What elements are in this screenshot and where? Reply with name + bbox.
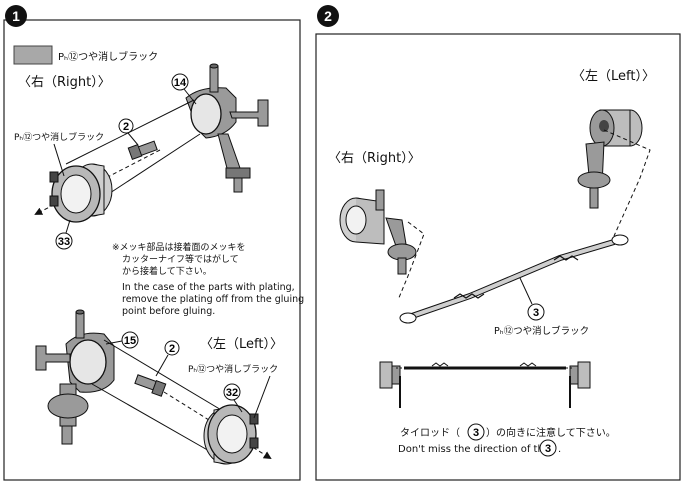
callout-15: 15 — [105, 331, 139, 349]
callout-3: 3 — [519, 277, 545, 321]
step-2-badge: 2 — [317, 5, 339, 27]
step1-right-label: 〈右（Right）〉 — [18, 75, 111, 90]
step-1-panel: 1 Pₕ⑫つや消しブラック 〈右（Right）〉 14 — [3, 5, 304, 481]
paint-swatch — [13, 45, 53, 65]
plating-note: ※メッキ部品は接着面のメッキを カッターナイフ等ではがして から接着して下さい。… — [112, 241, 304, 317]
svg-text:2: 2 — [123, 121, 129, 133]
svg-text:33: 33 — [58, 236, 70, 248]
step-1-number: 1 — [12, 8, 20, 24]
svg-text:2: 2 — [169, 343, 175, 355]
step-1-badge: 1 — [5, 5, 27, 27]
paint-note-left: Pₕ⑫つや消しブラック — [188, 363, 278, 375]
svg-text:から接着して下さい。: から接着して下さい。 — [122, 265, 212, 277]
knuckle-arm-left — [35, 309, 115, 445]
upright-right-step2 — [339, 189, 417, 275]
knuckle-arm-right — [185, 63, 269, 193]
step-2-panel: 2 〈左（Left）〉 〈右（Right）〉 — [315, 5, 681, 481]
paint-note-right: Pₕ⑫つや消しブラック — [14, 131, 104, 143]
callout-2-right: 2 — [118, 118, 139, 146]
svg-text:14: 14 — [174, 77, 187, 89]
paint-legend: Pₕ⑫つや消しブラック — [58, 50, 158, 63]
svg-text:カッターナイフ等ではがして: カッターナイフ等ではがして — [122, 253, 239, 265]
svg-text:3: 3 — [533, 307, 539, 319]
callout-33: 33 — [55, 219, 73, 250]
callout-2-left: 2 — [155, 340, 180, 377]
step2-left-label: 〈左（Left）〉 — [572, 69, 655, 84]
svg-text:.: . — [558, 444, 561, 455]
paint-note-tierod: Pₕ⑫つや消しブラック — [494, 325, 589, 337]
svg-text:3: 3 — [545, 443, 551, 455]
step1-left-label: 〈左（Left）〉 — [200, 337, 283, 352]
bolt-right — [127, 140, 158, 160]
upright-left-step2 — [577, 109, 643, 209]
front-view-diagram — [379, 361, 591, 408]
svg-text:Don't miss the direction of th: Don't miss the direction of the — [398, 444, 550, 455]
wheel-right — [49, 163, 113, 223]
direction-caution: タイロッド（ 3 ）の向きに注意して下さい。 Don't miss the di… — [398, 423, 616, 457]
callout-32: 32 — [223, 383, 243, 413]
svg-text:タイロッド（: タイロッド（ — [400, 427, 460, 439]
callout-14: 14 — [171, 73, 197, 105]
wheel-left — [203, 404, 259, 465]
step-2-number: 2 — [324, 8, 332, 24]
svg-text:32: 32 — [226, 387, 238, 399]
svg-text:※メッキ部品は接着面のメッキを: ※メッキ部品は接着面のメッキを — [112, 241, 246, 253]
svg-text:point before gluing.: point before gluing. — [122, 306, 215, 317]
svg-text:remove the plating off from th: remove the plating off from the gluing — [122, 294, 304, 305]
svg-text:3: 3 — [473, 427, 479, 439]
svg-text:）の向きに注意して下さい。: ）の向きに注意して下さい。 — [486, 426, 616, 439]
tie-rod — [399, 234, 629, 324]
svg-text:15: 15 — [124, 335, 136, 347]
bolt-left — [134, 374, 167, 397]
step2-right-label: 〈右（Right）〉 — [328, 151, 421, 166]
svg-text:In the case of the parts with: In the case of the parts with plating, — [122, 282, 295, 293]
